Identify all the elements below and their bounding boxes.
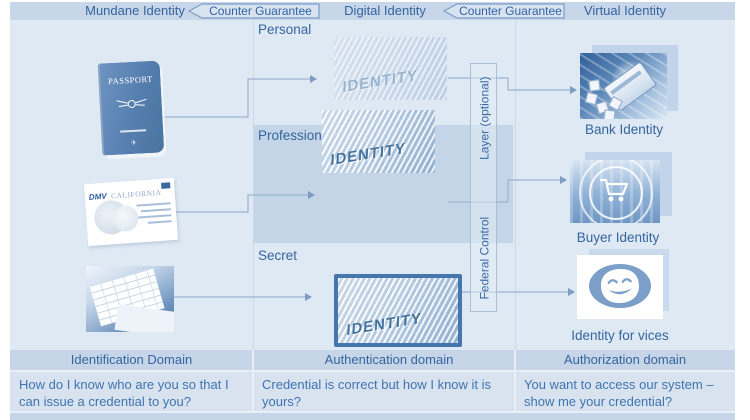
identification-domain-header: Identification Domain <box>70 352 193 367</box>
counter-guarantee-arrow-1: Counter Guarantee <box>188 3 321 19</box>
passport-title: PASSPORT <box>107 73 154 87</box>
bottom-row-strip <box>10 413 735 420</box>
personal-identity-image: IDENTITY <box>322 110 435 173</box>
identity-word: IDENTITY <box>341 66 419 97</box>
vices-identity-image <box>577 255 663 319</box>
header-virtual-identity: Virtual Identity <box>583 3 667 18</box>
header-mundane-identity: Mundane Identity <box>85 3 185 18</box>
authorization-question: You want to access our system – show me … <box>524 377 714 410</box>
domain-question-row: How do I know who are you so that I can … <box>10 372 735 411</box>
table-column-separator <box>252 372 254 411</box>
authentication-question: Credential is correct but how I know it … <box>262 377 492 410</box>
left-arrow-callout-icon <box>443 3 565 19</box>
buyer-identity-image <box>570 160 660 223</box>
key-cube-icon <box>588 79 601 92</box>
section-label-personal: Personal <box>258 22 312 37</box>
column-divider-1 <box>253 20 254 350</box>
column-divider-2 <box>515 20 516 350</box>
table-column-separator <box>514 350 516 370</box>
license-seal <box>161 182 171 189</box>
authorization-domain-header: Authorization domain <box>563 352 687 367</box>
federal-control-label: Federal Control <box>476 216 491 299</box>
authentication-domain-header: Authentication domain <box>324 352 454 367</box>
header-digital-identity: Digital Identity <box>344 3 426 18</box>
section-label-professional: Professional <box>258 128 333 143</box>
license-text-line <box>138 214 172 219</box>
domain-header-row: Identification Domain Authentication dom… <box>10 350 735 370</box>
row-separator <box>10 411 735 413</box>
dmv-logo: DMV <box>88 191 107 202</box>
table-column-separator <box>514 372 516 411</box>
mask-icon <box>589 264 651 308</box>
section-label-secret: Secret <box>258 248 298 263</box>
passport-image: PASSPORT ✈ <box>97 60 167 160</box>
counter-guarantee-label-1: Counter Guarantee <box>209 4 312 18</box>
personal-identity-echo: IDENTITY <box>334 37 447 100</box>
drivers-license-image: DMV CALIFORNIA <box>83 177 179 247</box>
wings-emblem-icon <box>116 98 147 108</box>
bank-identity-label: Bank Identity <box>584 122 664 137</box>
identity-word: IDENTITY <box>346 309 423 339</box>
table-column-separator <box>252 350 254 370</box>
ring-icon <box>589 166 643 220</box>
buyer-identity-label: Buyer Identity <box>576 230 660 245</box>
left-arrow-callout-icon <box>188 3 320 19</box>
header-band <box>10 2 735 20</box>
federal-control-layer-box: Federal Control Layer (optional) <box>470 63 497 312</box>
row-separator <box>10 370 735 372</box>
federal-control-layer-text: Federal Control Layer (optional) <box>471 64 496 311</box>
shopping-cart-icon <box>599 178 629 202</box>
license-header: DMV CALIFORNIA <box>88 181 171 205</box>
professional-identity-card-back: IDENTITY <box>334 274 462 347</box>
identity-word: IDENTITY <box>329 139 407 170</box>
identity-for-vices-label: Identity for vices <box>571 328 669 343</box>
paper-documents-image <box>86 266 174 332</box>
license-text-line <box>147 220 172 224</box>
california-label: CALIFORNIA <box>110 187 162 201</box>
license-text-line <box>136 202 171 207</box>
layer-optional-label: Layer (optional) <box>476 76 491 160</box>
license-text-line <box>140 208 171 213</box>
document-sheet-2 <box>114 303 174 332</box>
plane-icon: ✈ <box>130 139 137 148</box>
passport-cover: PASSPORT ✈ <box>97 60 165 156</box>
counter-guarantee-label-2: Counter Guarantee <box>459 4 562 18</box>
passport-text-bar <box>120 128 147 133</box>
identification-question: How do I know who are you so that I can … <box>19 377 229 410</box>
counter-guarantee-arrow-2: Counter Guarantee <box>443 3 566 19</box>
bank-identity-image <box>580 53 667 119</box>
license-photo-blob-2 <box>111 204 140 233</box>
key-cube-icon <box>603 109 616 119</box>
ring-icon <box>579 160 653 223</box>
